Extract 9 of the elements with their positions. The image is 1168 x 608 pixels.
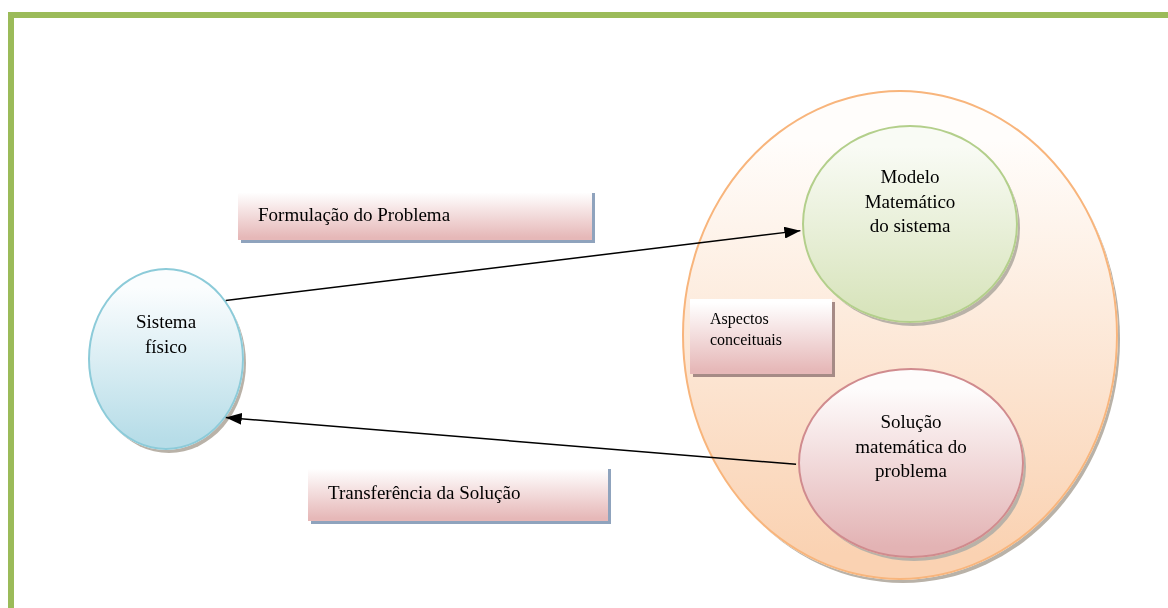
- label-text: Transferência da Solução: [328, 481, 521, 506]
- label-box: [690, 299, 832, 374]
- arrow: [225, 226, 802, 302]
- node-text: Modelo Matemático do sistema: [863, 165, 957, 239]
- node-text: Sistema físico: [134, 310, 198, 359]
- arrow: [225, 412, 797, 466]
- label-text: Aspectos conceituais: [710, 309, 783, 350]
- node-text: Solução matemática do problema: [854, 410, 968, 484]
- label-text: Formulação do Problema: [258, 202, 451, 227]
